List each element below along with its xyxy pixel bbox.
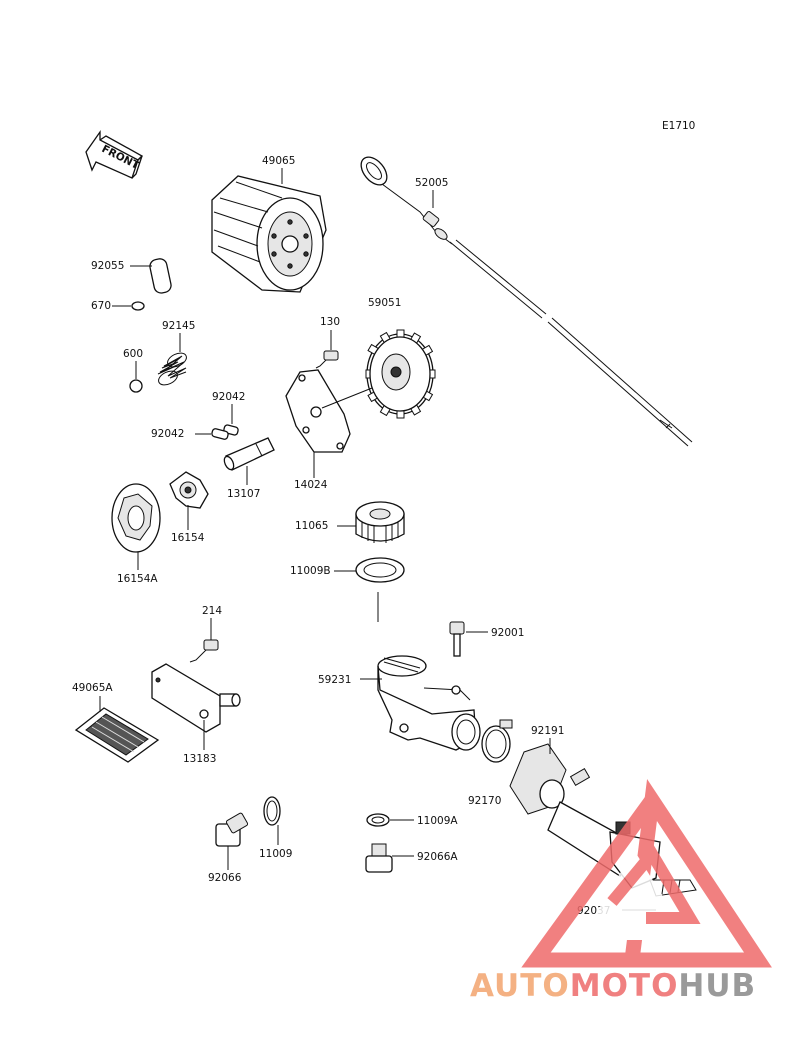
o-ring-92055 — [149, 258, 172, 294]
label-49065A: 49065A — [72, 682, 113, 694]
label-52005: 52005 — [415, 177, 448, 189]
label-49065: 49065 — [262, 155, 295, 167]
label-59051: 59051 — [368, 297, 401, 309]
label-11009A: 11009A — [417, 815, 458, 827]
watermark-text: AUTOMOTOHUB — [470, 968, 756, 1004]
label-59231: 59231 — [318, 674, 351, 686]
label-92170: 92170 — [468, 795, 501, 807]
watermark-hub: HUB — [678, 968, 756, 1004]
outer-rotor-16154A — [111, 483, 161, 553]
label-16154: 16154 — [171, 532, 205, 544]
watermark-auto: AUTO — [470, 968, 570, 1004]
label-214: 214 — [202, 605, 222, 617]
inner-rotor-16154 — [169, 471, 209, 509]
bolt-130 — [315, 350, 339, 369]
watermark-moto: MOTO — [570, 968, 679, 1004]
gasket-11009 — [263, 796, 281, 826]
label-92066A: 92066A — [417, 851, 458, 863]
label-14024: 14024 — [294, 479, 328, 491]
label-670: 670 — [91, 300, 111, 312]
label-16154A: 16154A — [117, 573, 158, 585]
label-130: 130 — [320, 316, 340, 328]
gear-59051 — [365, 329, 436, 419]
pin-92042-lower — [211, 428, 229, 440]
bolt-92001 — [449, 621, 465, 657]
bolt-214 — [189, 639, 219, 663]
label-11009: 11009 — [259, 848, 292, 860]
gasket-11009A — [366, 813, 390, 827]
ball-600 — [129, 379, 143, 393]
label-92042-upper: 92042 — [212, 391, 245, 403]
gasket-11009B — [355, 557, 405, 583]
shaft-13107 — [223, 437, 275, 471]
oil-filter-49065 — [211, 175, 327, 293]
label-92055: 92055 — [91, 260, 124, 272]
bracket-13183 — [151, 663, 241, 733]
dipstick-52005 — [360, 156, 693, 447]
label-92042-lower: 92042 — [151, 428, 184, 440]
cover-plate-14024 — [285, 369, 373, 453]
hose-92191 — [509, 743, 641, 877]
label-11065: 11065 — [295, 520, 328, 532]
filler-neck-59231 — [377, 655, 481, 751]
label-92001: 92001 — [491, 627, 524, 639]
label-92066: 92066 — [208, 872, 242, 884]
label-92145: 92145 — [162, 320, 195, 332]
clamp-92170 — [481, 719, 513, 763]
label-13183: 13183 — [183, 753, 216, 765]
drain-plug-92066A — [365, 843, 393, 873]
spring-92145 — [157, 352, 187, 386]
screen-49065A — [74, 707, 160, 763]
label-92191: 92191 — [531, 725, 564, 737]
front-arrow-icon: FRONT — [85, 129, 144, 179]
o-ring-670 — [131, 301, 145, 311]
label-13107: 13107 — [227, 488, 260, 500]
watermark-logo — [521, 778, 772, 968]
label-11009B: 11009B — [290, 565, 331, 577]
diagram-code: E1710 — [662, 120, 695, 132]
drain-plug-92066 — [215, 812, 249, 847]
label-600: 600 — [123, 348, 143, 360]
filler-cap-11065 — [355, 501, 405, 543]
